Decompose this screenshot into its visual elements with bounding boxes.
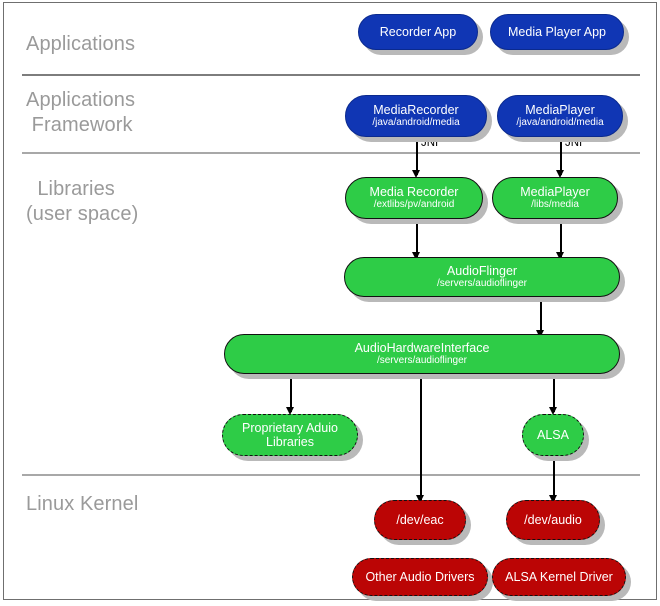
node-audiohardwareinterface[interactable]: AudioHardwareInterface /servers/audiofli… — [224, 334, 625, 379]
node-alsa[interactable]: ALSA — [522, 414, 589, 461]
connector-audioflinger-to-audiohw — [540, 297, 542, 335]
node-media-recorder-library[interactable]: Media Recorder /extlibs/pv/android — [345, 177, 488, 224]
node-alsa-kernel-driver[interactable]: ALSA Kernel Driver — [492, 558, 631, 601]
divider-linux-kernel — [22, 474, 640, 476]
node-title: MediaPlayer — [520, 185, 590, 199]
node-mediarecorder-framework[interactable]: MediaRecorder /java/android/media — [345, 95, 492, 142]
node-body — [352, 558, 488, 596]
node-body — [345, 95, 487, 137]
node-title: MediaPlayer — [525, 103, 595, 117]
connector-mediaplayer-lib-to-audioflinger — [560, 219, 562, 257]
node-title: ALSA — [537, 428, 569, 442]
node-title: Media Player App — [508, 25, 606, 39]
layer-label-applications: Applications — [26, 33, 136, 55]
node-title: Media Recorder — [369, 185, 459, 199]
node-body — [358, 14, 478, 50]
node-subtitle: Libraries — [266, 435, 314, 449]
layer-label-linux-kernel: Linux Kernel — [26, 493, 139, 515]
connector-media-recorder-to-audioflinger — [416, 219, 418, 257]
node-title: Recorder App — [379, 25, 457, 39]
node-body — [374, 500, 466, 540]
arrowhead-audiohw-to-proprietary-libs — [286, 407, 294, 415]
node-body — [497, 95, 623, 137]
node-title: ALSA Kernel Driver — [505, 570, 613, 584]
node-subtitle: /extlibs/pv/android — [373, 199, 455, 210]
node-subtitle: /libs/media — [531, 199, 579, 210]
connector-mediarecorder-to-lib — [416, 137, 418, 175]
connector-audiohw-to-dev-eac — [420, 374, 422, 500]
node-title: /dev/eac — [396, 513, 444, 527]
node-mediaplayer-framework[interactable]: MediaPlayer /java/android/media — [497, 95, 628, 142]
divider-applications-framework — [22, 152, 640, 154]
node-mediaplayer-library[interactable]: MediaPlayer /libs/media — [492, 177, 623, 224]
connector-audiohw-to-alsa — [553, 374, 555, 412]
node-title: AudioHardwareInterface — [354, 341, 490, 355]
node-title: Proprietary Aduio — [242, 421, 338, 435]
node-other-audio-drivers[interactable]: Other Audio Drivers — [352, 558, 493, 601]
node-body — [224, 334, 620, 374]
node-subtitle: /java/android/media — [516, 117, 604, 128]
node-title: /dev/audio — [524, 513, 582, 527]
node-body — [492, 558, 626, 596]
node-audioflinger[interactable]: AudioFlinger /servers/audioflinger — [344, 257, 625, 302]
node-body — [490, 14, 624, 50]
node-body — [222, 414, 358, 456]
node-body — [522, 414, 584, 456]
node-subtitle: /servers/audioflinger — [376, 355, 468, 366]
layer-label-applications-framework: Applications Framework — [26, 89, 136, 136]
node-dev-audio[interactable]: /dev/audio — [506, 500, 605, 545]
arrowhead-audiohw-to-dev-eac — [416, 495, 424, 503]
layer-label-libraries: Libraries (user space) — [26, 178, 139, 225]
connector-audiohw-to-proprietary-libs — [290, 374, 292, 412]
node-body — [345, 177, 483, 219]
arrowhead-mediaplayer-lib-to-audioflinger — [556, 252, 564, 260]
arrowhead-audiohw-to-alsa — [549, 407, 557, 415]
node-subtitle: /servers/audioflinger — [436, 278, 528, 289]
node-dev-eac[interactable]: /dev/eac — [374, 500, 471, 545]
node-body — [344, 257, 620, 297]
node-body — [506, 500, 600, 540]
node-subtitle: /java/android/media — [372, 117, 460, 128]
arrowhead-alsa-to-dev-audio — [549, 495, 557, 503]
connector-mediaplayer-to-lib — [560, 137, 562, 175]
node-title: MediaRecorder — [373, 103, 459, 117]
node-title: AudioFlinger — [446, 264, 518, 278]
node-recorder-app[interactable]: Recorder App — [358, 14, 483, 55]
node-title: Other Audio Drivers — [365, 570, 475, 584]
arrowhead-mediarecorder-to-lib — [412, 170, 420, 178]
arrowhead-mediaplayer-to-lib — [556, 170, 564, 178]
node-proprietary-audio-libraries[interactable]: Proprietary Aduio Libraries — [222, 414, 363, 461]
connector-alsa-to-dev-audio — [553, 456, 555, 500]
node-media-player-app[interactable]: Media Player App — [490, 14, 629, 55]
node-body — [492, 177, 618, 219]
divider-applications — [22, 74, 640, 76]
arrowhead-media-recorder-to-audioflinger — [412, 252, 420, 260]
diagram-frame — [3, 2, 657, 600]
